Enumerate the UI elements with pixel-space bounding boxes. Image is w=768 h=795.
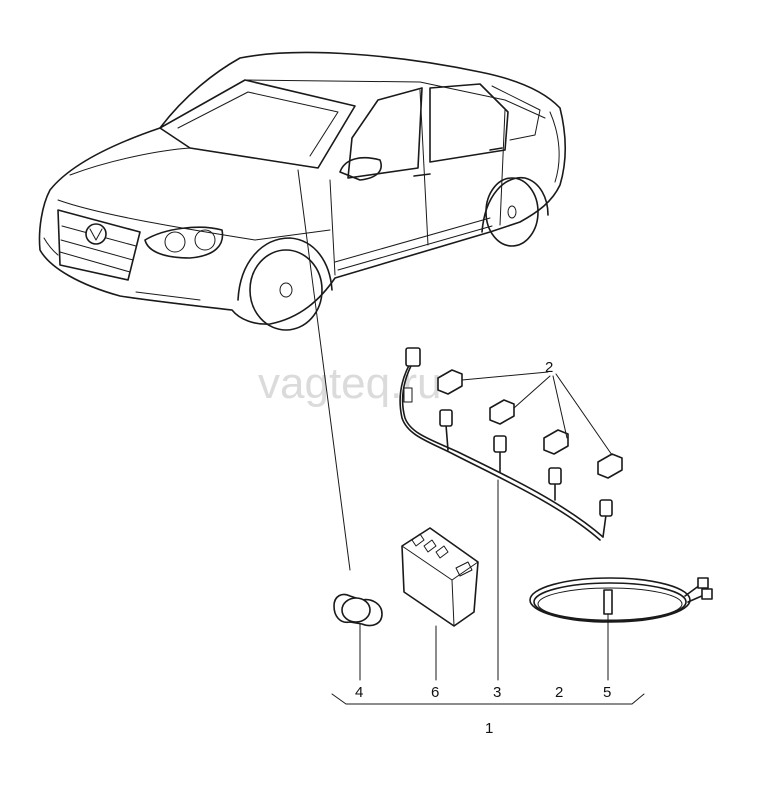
callout-2-top: 2: [545, 359, 553, 376]
callout-5: 5: [603, 684, 611, 701]
car-illustration: [38, 51, 567, 331]
callout-4: 4: [355, 684, 363, 701]
callout-1: 1: [485, 720, 493, 737]
parking-sensors: [437, 369, 623, 479]
callout-2-bottom: 2: [555, 684, 563, 701]
leader-lines-2: [461, 371, 613, 456]
callout-6: 6: [431, 684, 439, 701]
part-4-bracket: [333, 593, 383, 681]
grouping-bracket: [331, 693, 645, 705]
part-6-control-unit: [401, 527, 479, 681]
wiring-harness: [399, 347, 613, 541]
leader-line-4: [297, 169, 351, 571]
part-5-cable: [529, 577, 713, 681]
callout-3: 3: [493, 684, 501, 701]
